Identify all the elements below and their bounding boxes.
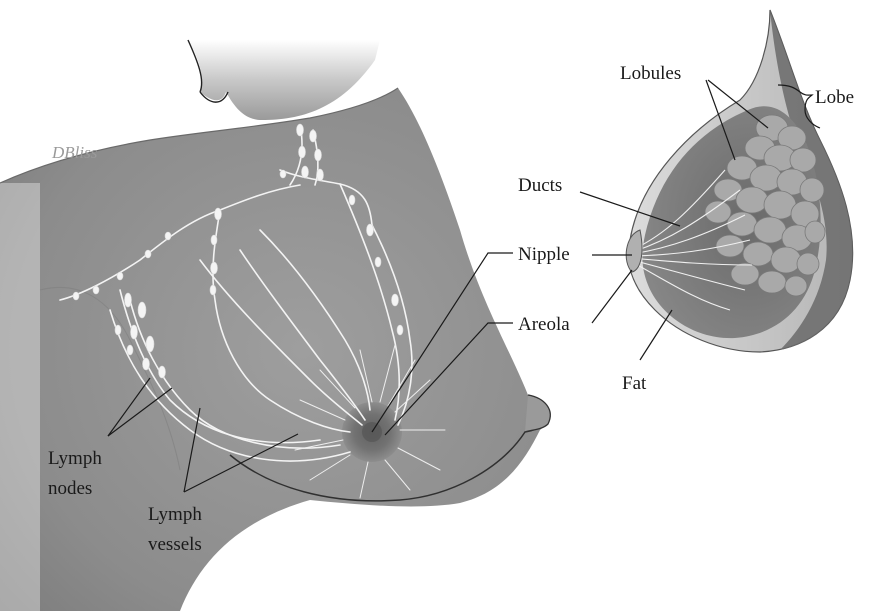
torso-shape xyxy=(0,88,549,611)
label-nipple: Nipple xyxy=(518,244,570,265)
label-lobules: Lobules xyxy=(620,63,681,84)
label-lymph-nodes-line1: Lymph xyxy=(48,448,102,469)
label-lymph-nodes-line2: nodes xyxy=(48,478,92,499)
label-lobe: Lobe xyxy=(815,87,854,108)
label-areola: Areola xyxy=(518,314,570,335)
label-ducts: Ducts xyxy=(518,175,562,196)
torso-figure xyxy=(0,40,550,611)
label-lymph-vessels-line1: Lymph xyxy=(148,504,202,525)
label-fat: Fat xyxy=(622,373,647,394)
breast-cross-section xyxy=(626,10,852,352)
artist-signature: DBliss xyxy=(51,143,98,162)
label-lymph-vessels-line2: vessels xyxy=(148,534,202,555)
